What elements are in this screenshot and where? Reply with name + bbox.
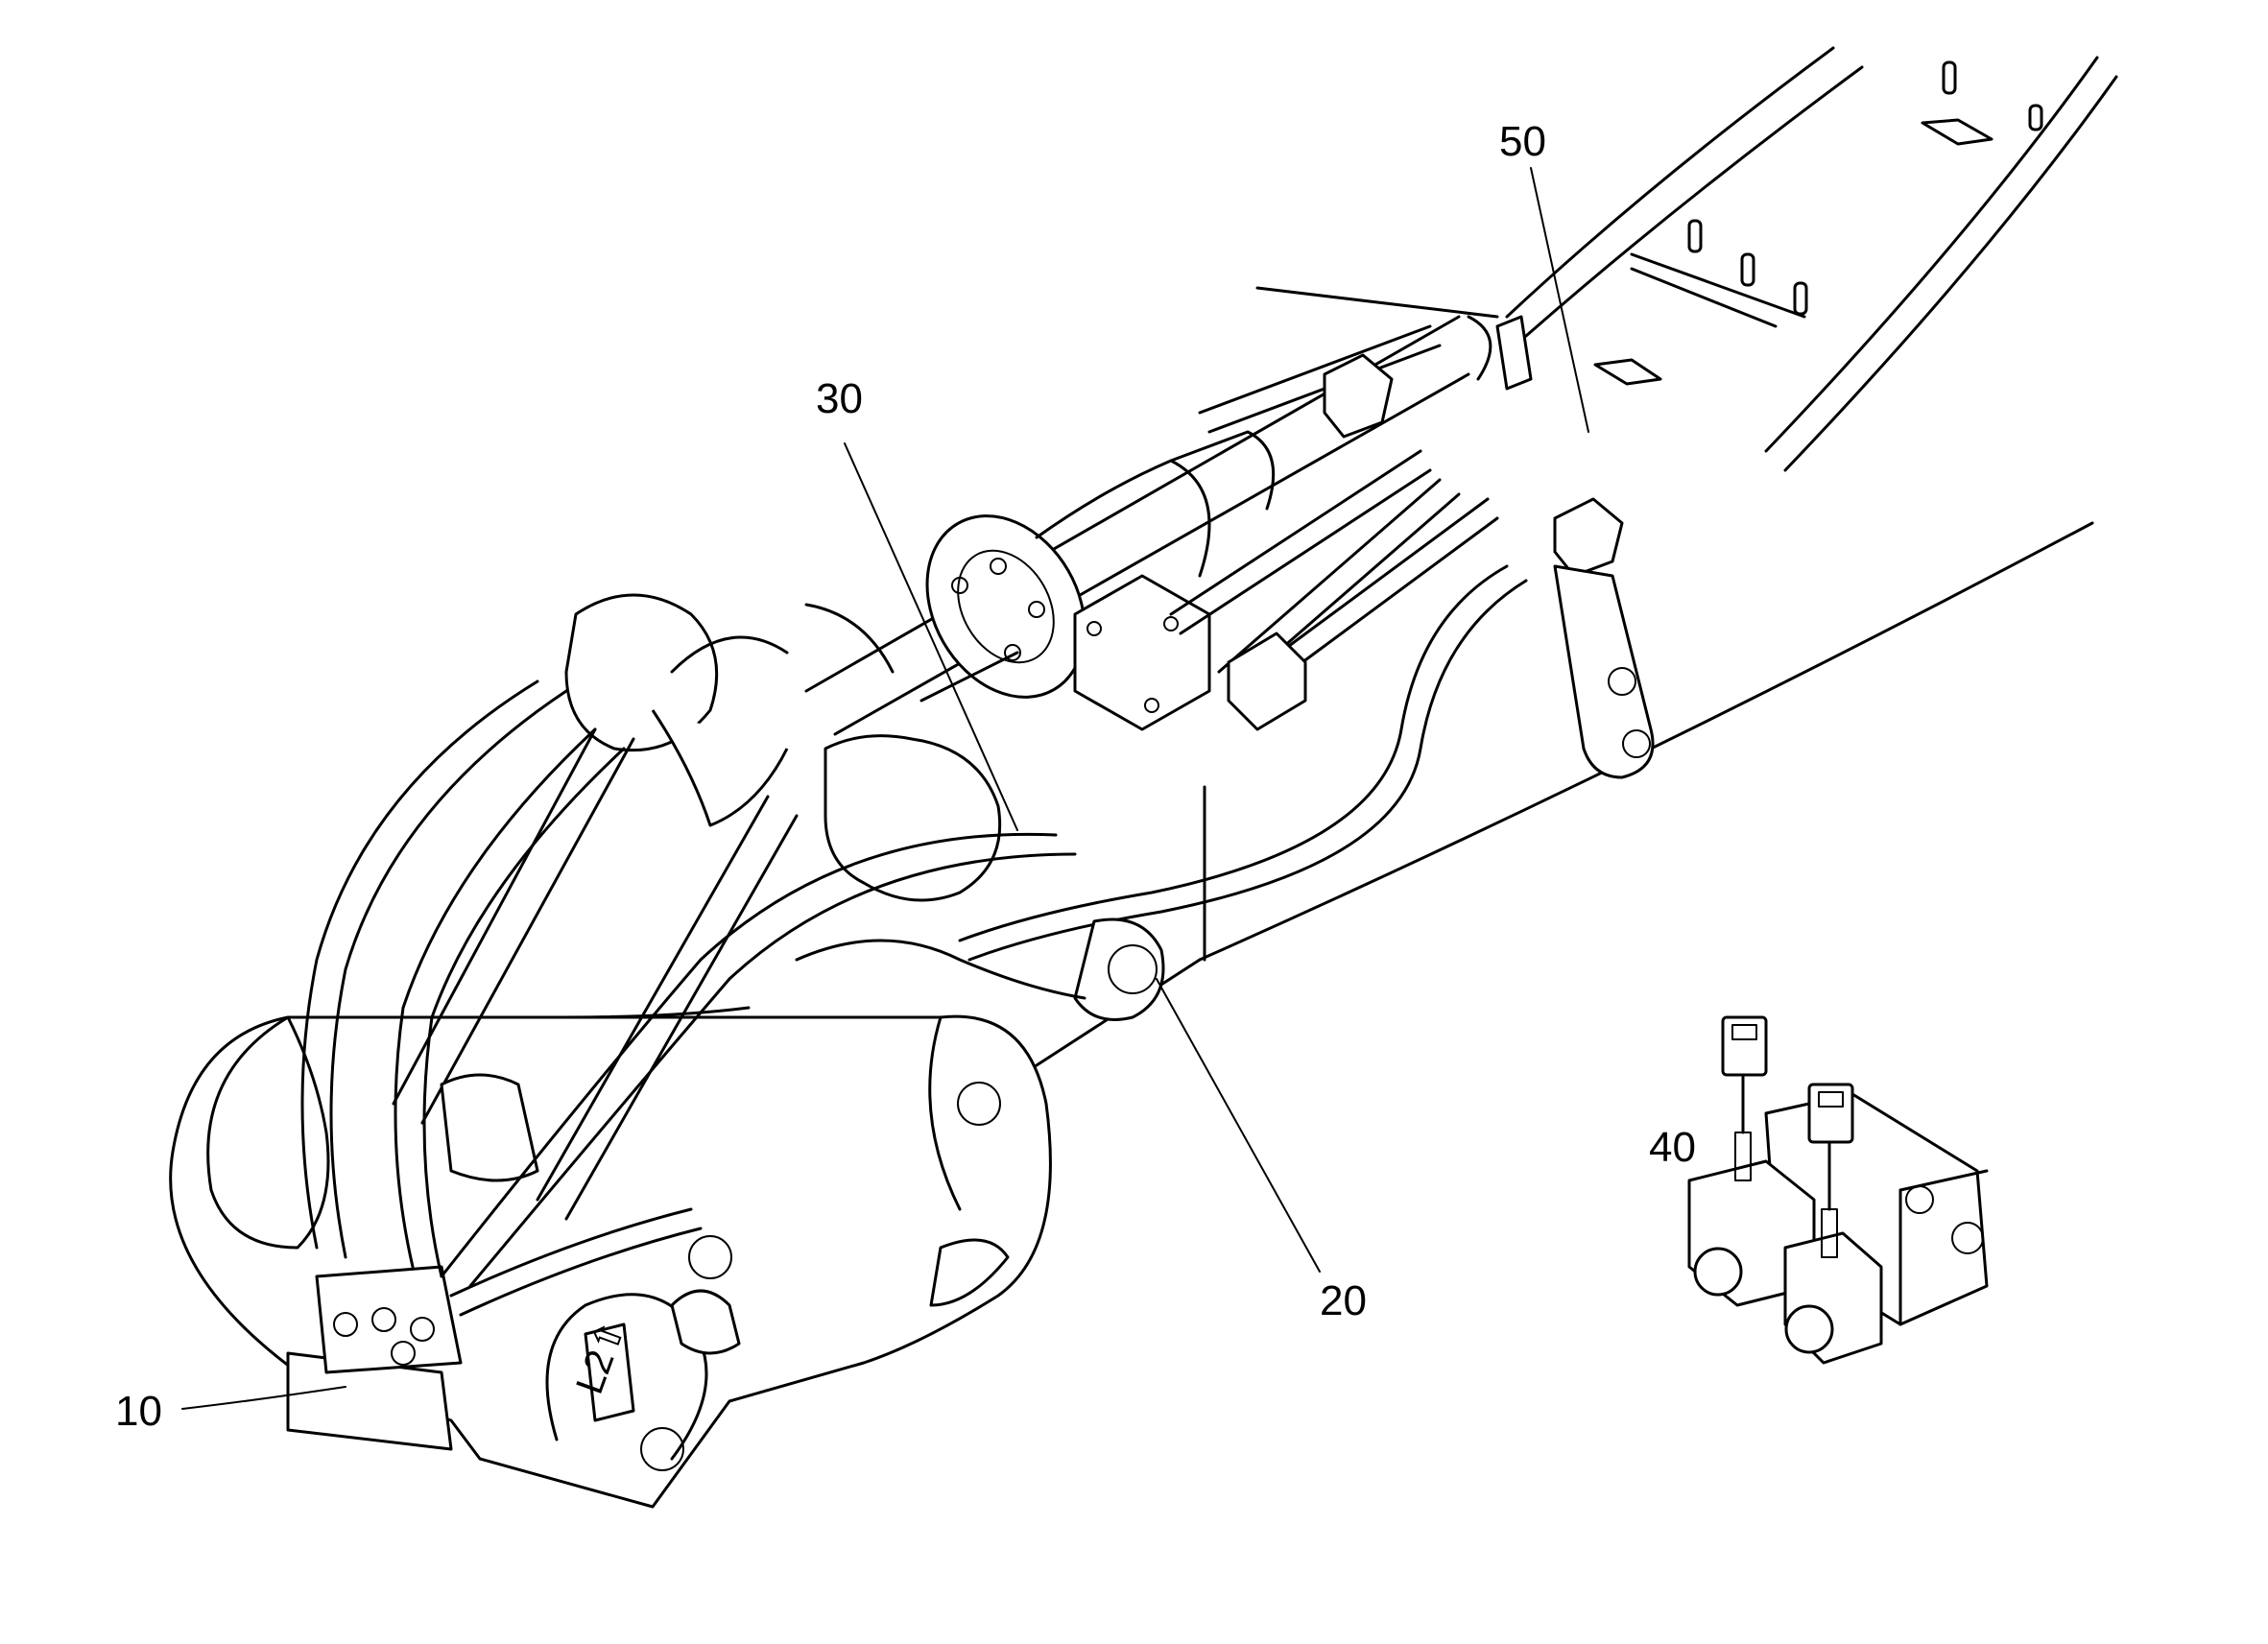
label-10: 10 [115,1388,162,1435]
hydraulic-cylinder [804,315,1492,736]
label-40: 40 [1649,1124,1696,1171]
leader-lines [181,167,1589,1410]
leader-10 [181,1386,346,1410]
quick-coupler: L2⇧ [169,1014,1052,1509]
leader-30 [844,442,1018,831]
leader-20 [1156,978,1321,1273]
label-30: 30 [816,375,863,422]
label-20: 20 [1320,1277,1367,1324]
front-hoses [300,679,1077,1317]
leader-50 [1530,167,1589,433]
label-50: 50 [1499,118,1546,165]
hose-bundle [958,286,1655,962]
valve-block-assembly [1687,1015,1989,1365]
